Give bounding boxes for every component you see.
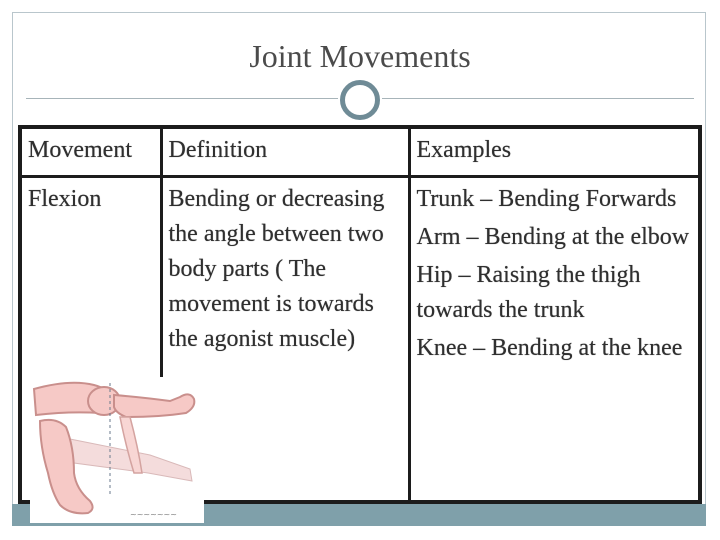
example-trunk: Trunk – Bending Forwards [416, 186, 677, 212]
example-knee: Knee – Bending at the knee [416, 335, 683, 361]
title-divider-left [26, 98, 338, 99]
table-header-row: Movement Definition Examples [18, 125, 702, 178]
example-arm: Arm – Bending at the elbow [416, 224, 690, 250]
header-movement: Movement [18, 125, 163, 178]
divider-ring-icon [340, 80, 380, 120]
cell-examples: Trunk – Bending Forwards Arm – Bending a… [407, 175, 702, 504]
leg-drawing: ~~~~~~~ [32, 381, 196, 519]
svg-text:~~~~~~~: ~~~~~~~ [130, 510, 177, 519]
header-definition: Definition [159, 125, 411, 178]
title-divider-right [382, 98, 694, 99]
example-hip: Hip – Raising the thigh towards the trun… [416, 262, 641, 323]
bent-leg-illustration-icon: ~~~~~~~ [30, 377, 204, 523]
slide-title: Joint Movements [249, 38, 471, 74]
header-examples: Examples [407, 125, 702, 178]
